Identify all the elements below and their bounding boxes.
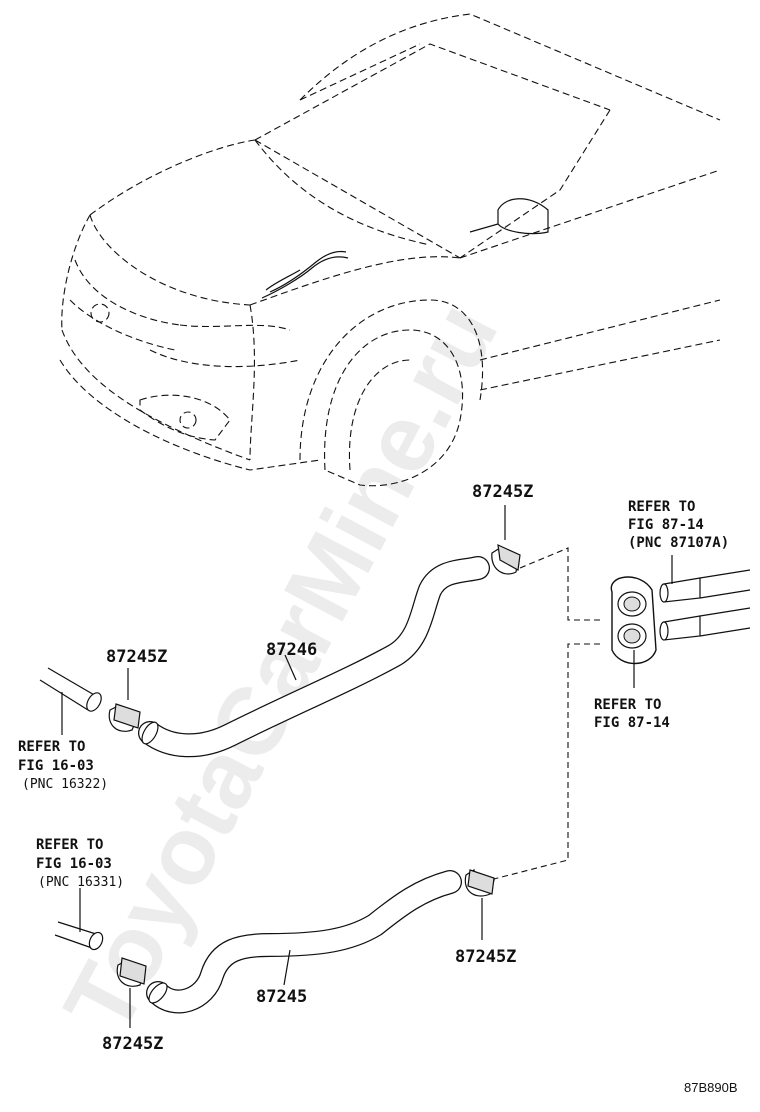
ref-87107a-line3: (PNC 87107A) xyxy=(628,535,729,551)
car-illustration xyxy=(59,13,721,487)
hose-clamp-right-lower xyxy=(464,868,495,940)
ref-16331-line2: FIG 16-03 xyxy=(36,856,112,872)
ref-16331-line3: (PNC 16331) xyxy=(38,875,124,890)
hose-clamp-bottom xyxy=(116,957,147,1028)
ref-87-14-line1: REFER TO xyxy=(594,697,661,713)
part-label-clip-top: 87245Z xyxy=(472,482,533,502)
hose-clamp-left xyxy=(108,668,141,732)
part-label-hose-87245: 87245 xyxy=(256,987,307,1007)
part-label-clip-right-lower: 87245Z xyxy=(455,947,516,967)
ref-16322-line2: FIG 16-03 xyxy=(18,758,94,774)
ref-87-14-line2: FIG 87-14 xyxy=(594,715,670,731)
connection-lines xyxy=(489,547,600,881)
ref-16322-line3: (PNC 16322) xyxy=(22,777,108,792)
hose-87245 xyxy=(146,870,462,1014)
diagram-code: 87B890B xyxy=(684,1080,738,1095)
ref-87107a-line1: REFER TO xyxy=(628,499,695,515)
part-label-clip-bottom: 87245Z xyxy=(102,1034,163,1054)
hose-clamp-top xyxy=(491,505,521,575)
pipe-left-lower xyxy=(54,888,104,951)
part-label-hose-87246: 87246 xyxy=(266,640,317,660)
part-label-clip-left: 87245Z xyxy=(106,647,167,667)
ref-16322-line1: REFER TO xyxy=(18,739,85,755)
joint-assembly xyxy=(610,555,751,688)
pipe-left-upper xyxy=(39,667,102,735)
ref-16331-line1: REFER TO xyxy=(36,837,103,853)
ref-87107a-line2: FIG 87-14 xyxy=(628,517,704,533)
hose-87246 xyxy=(138,556,490,758)
